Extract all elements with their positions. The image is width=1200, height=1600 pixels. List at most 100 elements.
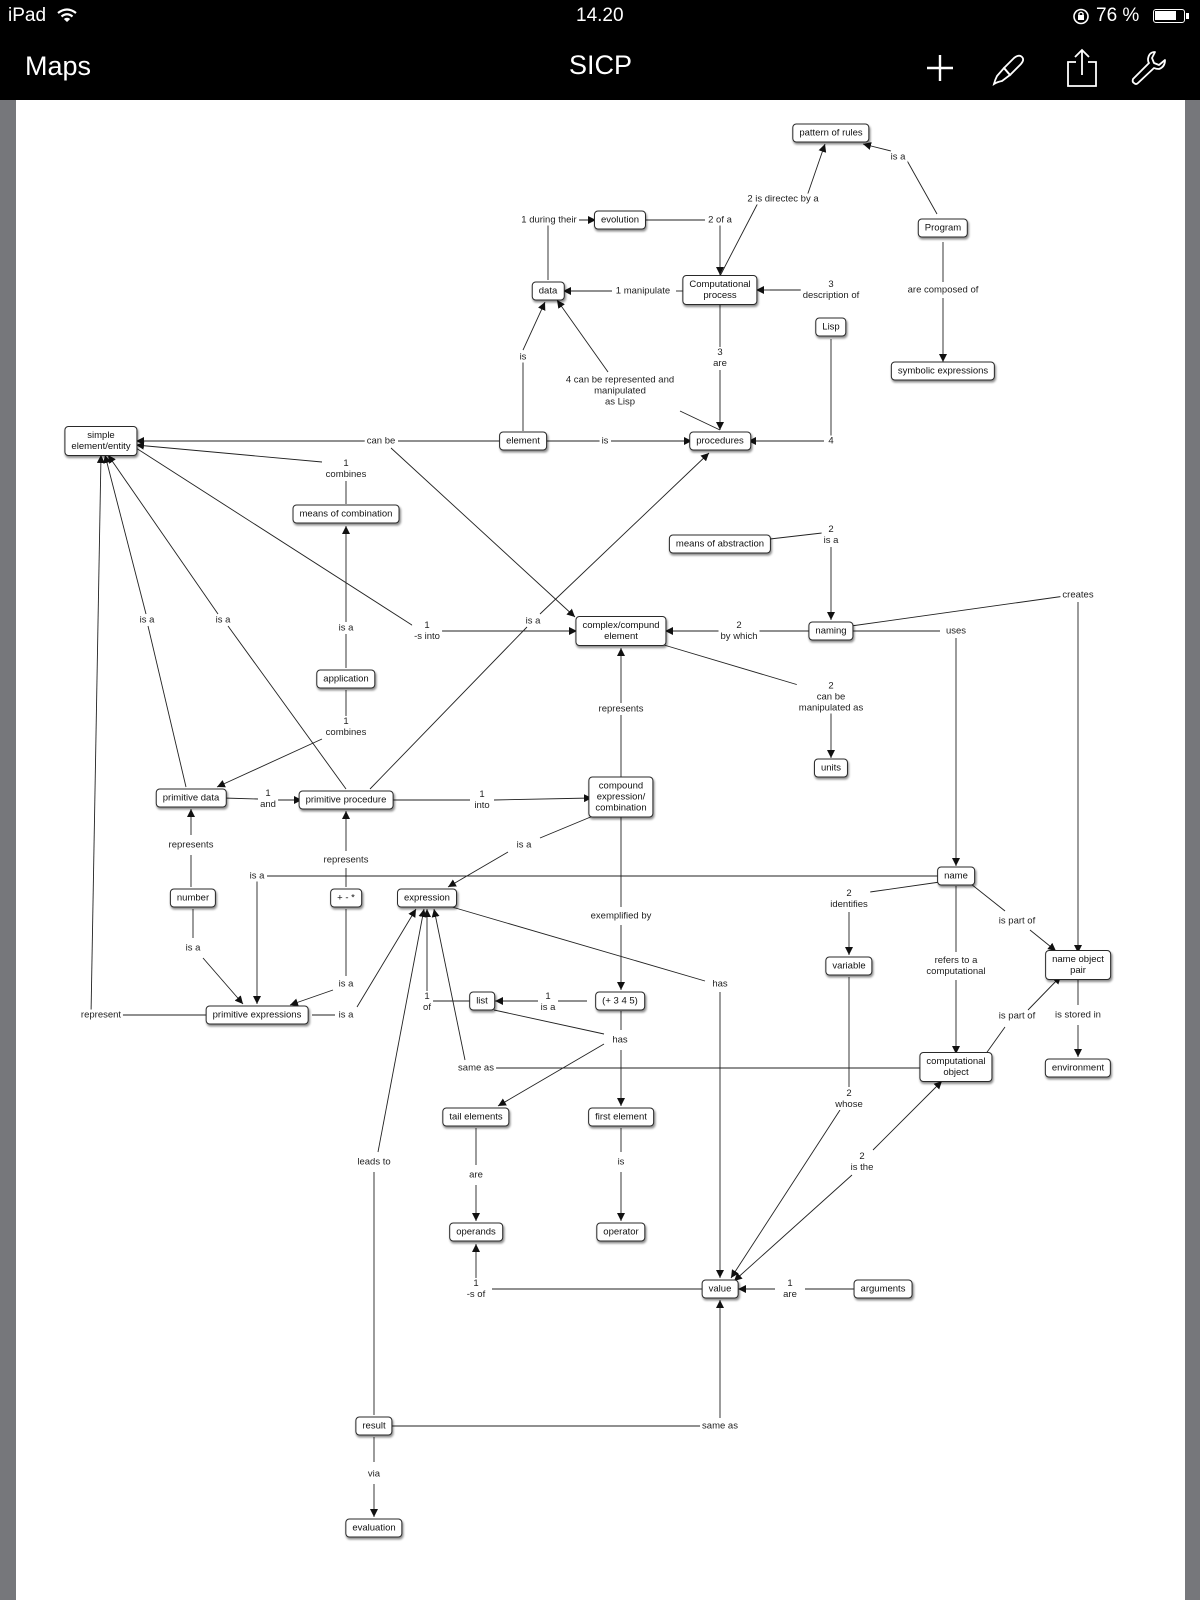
link-label-is-a-ops[interactable]: is a [336, 978, 356, 990]
link-label-is-part-of-2[interactable]: is part of [996, 1010, 1038, 1022]
share-button[interactable] [1062, 48, 1102, 88]
style-brush-button[interactable] [989, 48, 1029, 88]
concept-node-application[interactable]: application [316, 669, 376, 689]
link-label-represents-compound[interactable]: represents [596, 703, 646, 715]
link-label-uses[interactable]: uses [943, 625, 969, 637]
link-label-are-composed-of[interactable]: are composed of [905, 284, 981, 296]
concept-node-name[interactable]: name [937, 866, 975, 886]
concept-node-primitive-expressions[interactable]: primitive expressions [205, 1005, 309, 1025]
concept-node-evaluation[interactable]: evaluation [345, 1518, 403, 1538]
back-button-maps[interactable]: Maps [25, 51, 92, 81]
link-label-can-be[interactable]: can be [364, 435, 398, 447]
link-label-exemplified-by[interactable]: exemplified by [588, 910, 654, 922]
concept-node-example-combination[interactable]: (+ 3 4 5) [595, 991, 645, 1011]
link-label-represent[interactable]: represent [78, 1009, 124, 1021]
concept-node-lisp[interactable]: Lisp [815, 317, 847, 337]
concept-node-operator[interactable]: operator [596, 1222, 646, 1242]
add-button[interactable] [920, 48, 960, 88]
link-label-is-a-number[interactable]: is a [183, 942, 203, 954]
link-label-represents-ops[interactable]: represents [321, 854, 371, 866]
concept-node-operands[interactable]: operands [449, 1222, 503, 1242]
concept-node-environment[interactable]: environment [1044, 1058, 1112, 1078]
concept-node-element[interactable]: element [499, 431, 547, 451]
concept-node-procedures[interactable]: procedures [689, 431, 751, 451]
link-label-has-value[interactable]: has [710, 978, 730, 990]
concept-node-primitive-procedure[interactable]: primitive procedure [298, 790, 394, 810]
link-label-are-tail[interactable]: are [467, 1169, 485, 1181]
link-label-is-data[interactable]: is [517, 351, 529, 363]
concept-node-means-of-combination[interactable]: means of combination [292, 504, 400, 524]
link-label-is-a-expression[interactable]: is a [514, 839, 534, 851]
concept-node-arguments[interactable]: arguments [853, 1279, 913, 1299]
link-label-creates[interactable]: creates [1060, 589, 1096, 601]
link-label-is-a-name[interactable]: is a [247, 870, 267, 882]
link-label-is-first[interactable]: is [615, 1156, 627, 1168]
concept-node-value[interactable]: value [701, 1279, 739, 1299]
concept-node-variable[interactable]: variable [825, 956, 873, 976]
link-label-leads-to[interactable]: leads to [355, 1156, 393, 1168]
link-label-is-a-left2[interactable]: is a [213, 614, 233, 626]
link-label-s-into[interactable]: 1-s into [412, 620, 442, 642]
link-label-is-a-pattern[interactable]: is a [888, 151, 908, 163]
concept-node-first-element[interactable]: first element [588, 1107, 654, 1127]
concept-node-number[interactable]: number [169, 888, 217, 908]
link-label-of-a[interactable]: 2 of a [706, 214, 734, 226]
link-label-is-a-primexpr[interactable]: is a [336, 1009, 356, 1021]
concept-node-naming[interactable]: naming [808, 621, 854, 641]
concept-node-result[interactable]: result [355, 1416, 393, 1436]
link-label-directed-by[interactable]: 2 is directec by a [745, 193, 821, 205]
link-label-s-of[interactable]: 1-s of [464, 1278, 488, 1300]
link-label-is-stored-in[interactable]: is stored in [1053, 1009, 1103, 1021]
link-label-is-a-application[interactable]: is a [336, 622, 356, 634]
concept-node-program[interactable]: Program [917, 218, 969, 238]
link-label-represents-number[interactable]: represents [166, 839, 216, 851]
concept-node-operators-symbol[interactable]: + - * [330, 888, 362, 908]
concept-node-pattern-of-rules[interactable]: pattern of rules [792, 123, 870, 143]
link-label-has-list[interactable]: has [610, 1034, 630, 1046]
link-label-is-a-left1[interactable]: is a [137, 614, 157, 626]
link-label-via[interactable]: via [365, 1468, 383, 1480]
concept-node-primitive-data[interactable]: primitive data [155, 788, 227, 808]
concept-node-means-of-abstraction[interactable]: means of abstraction [668, 534, 772, 554]
concept-node-units[interactable]: units [813, 758, 849, 778]
link-label-is-part-of-1[interactable]: is part of [996, 915, 1038, 927]
link-label-same-as-2[interactable]: same as [700, 1420, 740, 1432]
concept-node-list[interactable]: list [469, 991, 495, 1011]
concept-node-evolution[interactable]: evolution [593, 210, 647, 230]
link-label-four[interactable]: 4 [826, 435, 836, 447]
settings-button[interactable] [1128, 48, 1168, 88]
concept-node-tail-elements[interactable]: tail elements [442, 1107, 510, 1127]
link-label-manipulate[interactable]: 1 manipulate [613, 285, 673, 297]
concept-node-data[interactable]: data [531, 281, 565, 301]
link-label-same-as-1[interactable]: same as [456, 1062, 496, 1074]
concept-node-expression[interactable]: expression [397, 888, 457, 908]
link-label-is-a-procedure[interactable]: is a [523, 615, 543, 627]
link-label-is-element[interactable]: is [599, 435, 611, 447]
link-label-during-their[interactable]: 1 during their [519, 214, 579, 226]
concept-node-symbolic-expressions[interactable]: symbolic expressions [890, 361, 996, 381]
